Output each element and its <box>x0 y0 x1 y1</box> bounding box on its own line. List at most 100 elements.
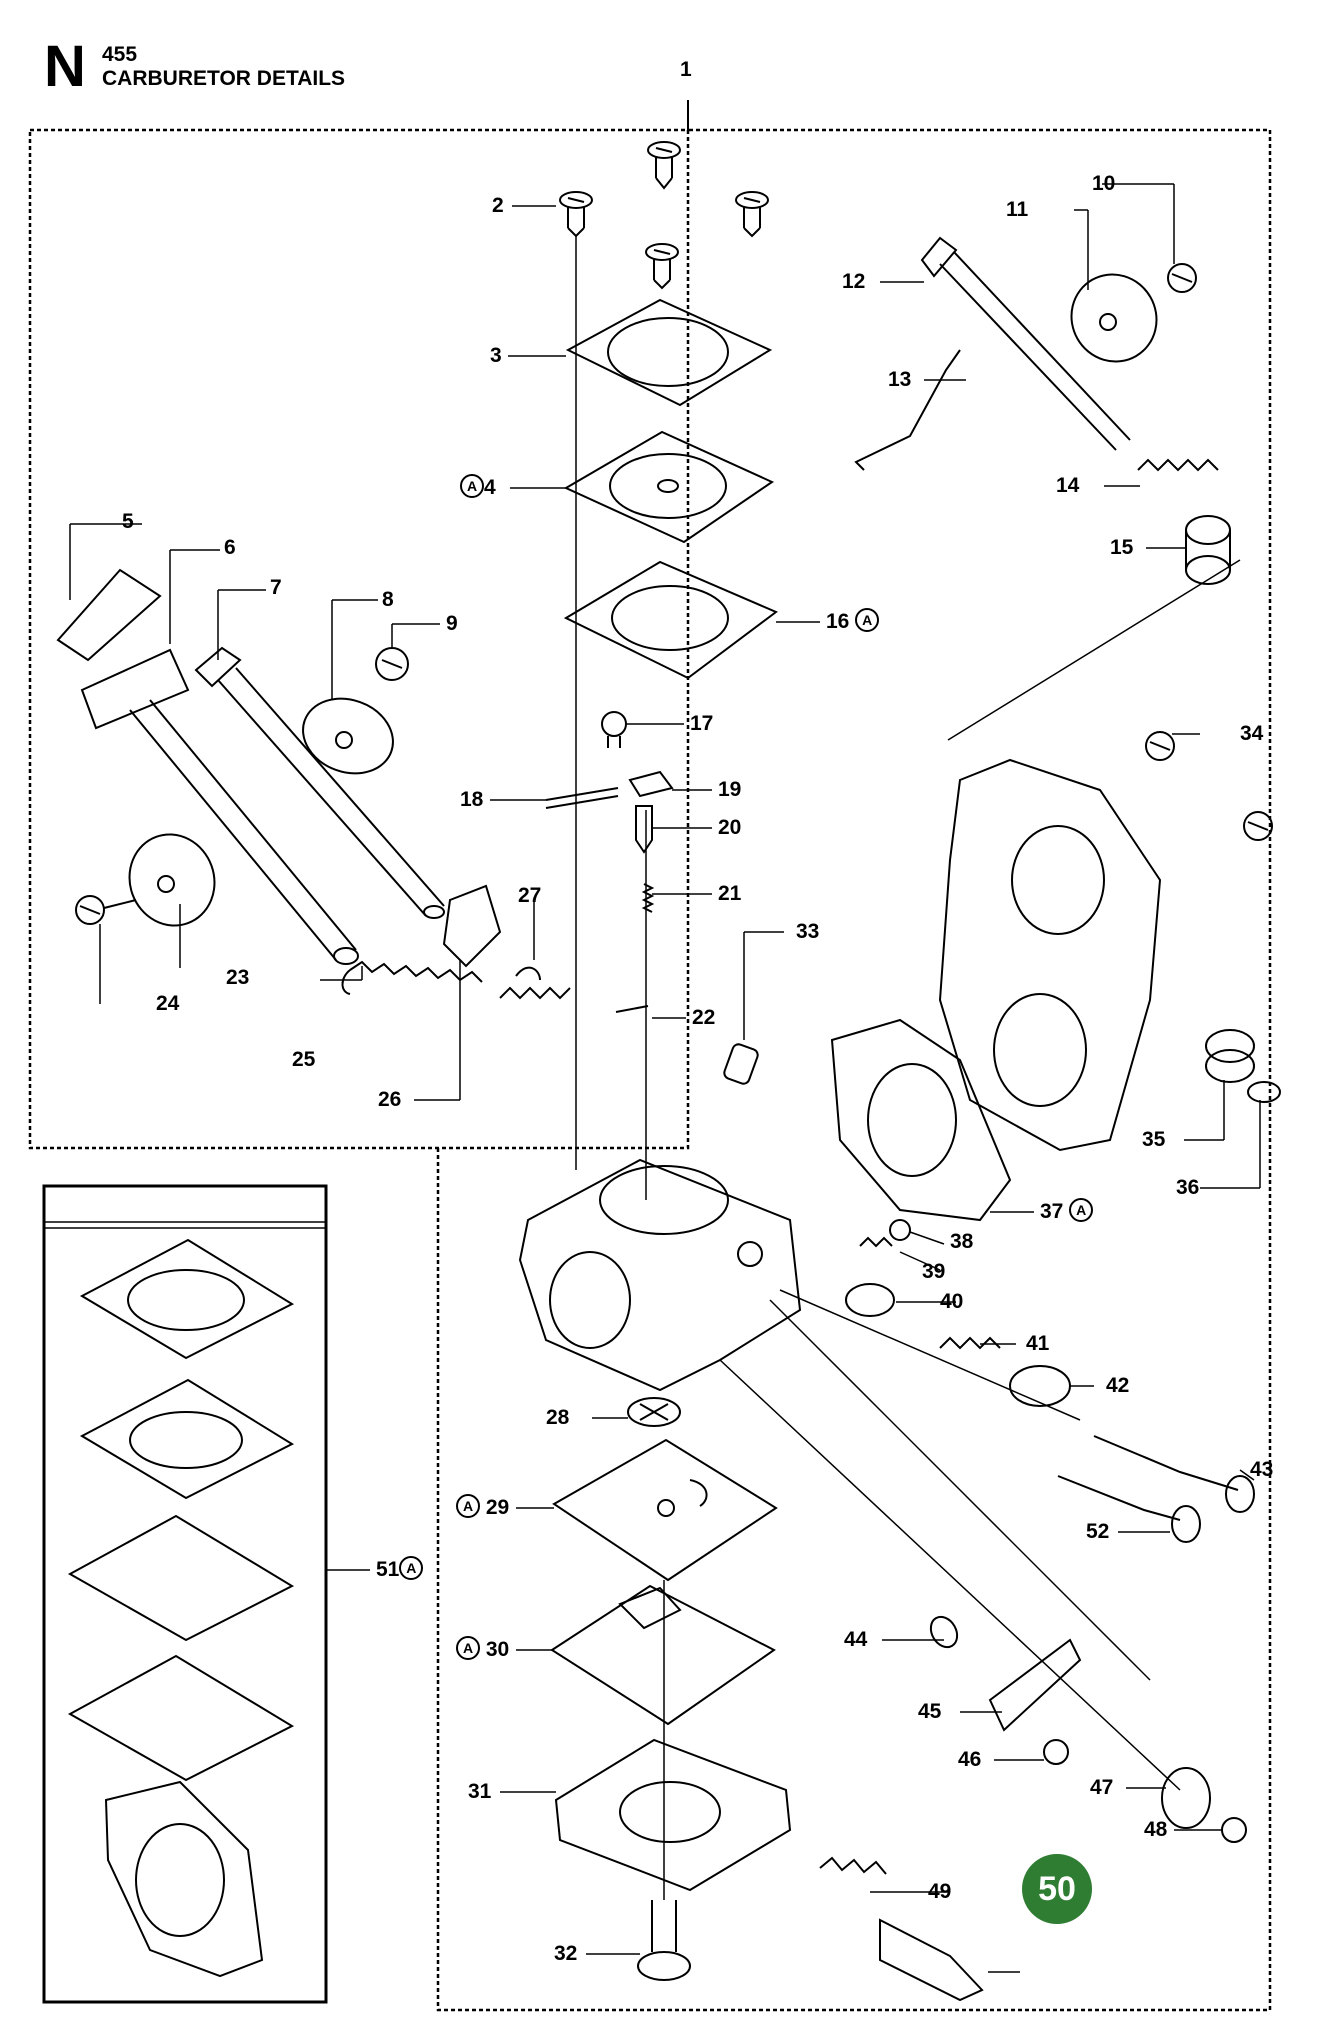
part-label-25: 25 <box>292 1048 316 1071</box>
gasket-29 <box>552 1438 778 1582</box>
kit-gasket-37 <box>104 1780 264 1978</box>
throttle-plate-8 <box>302 697 394 775</box>
screw-32 <box>637 1900 691 1981</box>
screw-24 <box>75 895 137 925</box>
page-number-badge: 50 <box>1022 1854 1092 1924</box>
spring-27 <box>499 966 571 1000</box>
spring-39 <box>859 1236 893 1248</box>
shaft-12 <box>920 236 1131 451</box>
part-label-11: 11 <box>1006 198 1029 221</box>
lever-26 <box>442 884 502 968</box>
screw-10 <box>1167 263 1197 293</box>
part-label-36: 36 <box>1176 1176 1200 1199</box>
part-label-20: 20 <box>718 816 742 839</box>
carburetor-body <box>518 1158 802 1392</box>
part-label-19: 19 <box>718 778 742 801</box>
part-label-40: 40 <box>940 1290 964 1313</box>
pin-18 <box>545 787 619 809</box>
pin-22 <box>615 1005 649 1013</box>
cover-3 <box>565 298 773 407</box>
part-label-39: 39 <box>922 1260 946 1283</box>
needle-43 <box>1093 1435 1255 1513</box>
page-title: CARBURETOR DETAILS <box>102 67 346 90</box>
pump-cover-31 <box>554 1738 792 1892</box>
cap-40 <box>845 1283 895 1317</box>
intake-flange <box>938 559 1241 1152</box>
kit-marker-icon: A <box>460 474 484 499</box>
part-label-45: 45 <box>918 1700 942 1723</box>
part-label-7: 7 <box>270 576 282 599</box>
kit-diaphragm <box>79 1238 295 1360</box>
part-label-10: 10 <box>1092 172 1116 195</box>
part-label-12: 12 <box>842 270 866 293</box>
ring-36 <box>1247 1081 1281 1103</box>
part-label-30: A 30 <box>456 1636 509 1662</box>
kit-gasket-29 <box>67 1514 295 1642</box>
cap-42 <box>1009 1365 1071 1407</box>
diaphragm-30 <box>550 1584 776 1726</box>
screw-9 <box>375 647 409 681</box>
part-label-13: 13 <box>888 368 912 391</box>
screw-34b <box>1243 811 1273 841</box>
spring-21 <box>641 883 655 913</box>
filter-28 <box>627 1397 681 1427</box>
spring-14 <box>1137 458 1219 472</box>
screw-top-4 <box>645 243 679 290</box>
kit-marker-icon: A <box>456 1636 480 1661</box>
kit-marker-icon: A <box>399 1556 424 1581</box>
part-label-32: 32 <box>554 1942 578 1965</box>
kit-marker-icon: A <box>855 608 880 633</box>
link-13 <box>854 349 961 471</box>
screw-2 <box>559 191 593 238</box>
spring-25 <box>341 960 483 995</box>
part-label-38: 38 <box>950 1230 974 1253</box>
bushing-15 <box>1185 515 1231 585</box>
ring-44 <box>929 1615 959 1649</box>
lever-5 <box>56 568 162 662</box>
part-label-31: 31 <box>468 1780 492 1803</box>
part-label-2: 2 <box>492 194 504 217</box>
assembly-boundary-lower <box>436 128 1272 2012</box>
part-label-52: 52 <box>1086 1520 1110 1543</box>
screw-top-1 <box>647 141 681 190</box>
kit-marker-icon: A <box>456 1494 480 1519</box>
gasket-16 <box>563 560 778 680</box>
fitting <box>879 1918 984 2002</box>
plate-11 <box>1070 273 1158 363</box>
kit-marker-icon: A <box>1069 1198 1094 1223</box>
choke-shaft-6 <box>80 648 359 965</box>
part-label-28: 28 <box>546 1406 570 1429</box>
part-label-26: 26 <box>378 1088 402 1111</box>
choke-plate-23 <box>128 833 216 927</box>
section-letter: N <box>44 34 86 99</box>
kit-gasket <box>79 1378 295 1500</box>
part-label-49: 49 <box>928 1880 952 1903</box>
part-label-48: 48 <box>1144 1818 1168 1841</box>
screw-top-2 <box>735 191 769 238</box>
part-label-43: 43 <box>1250 1458 1274 1481</box>
part-label-15: 15 <box>1110 536 1134 559</box>
part-label-23: 23 <box>226 966 250 989</box>
part-label-17: 17 <box>690 712 714 735</box>
spring-41 <box>939 1336 1001 1350</box>
needle-20 <box>635 805 653 854</box>
kit-diaphragm-30 <box>67 1654 295 1782</box>
screw-34 <box>1145 731 1175 761</box>
part-label-27: 27 <box>518 884 542 907</box>
part-label-33: 33 <box>796 920 820 943</box>
part-label-18: 18 <box>460 788 484 811</box>
part-label-29: A 29 <box>456 1494 509 1520</box>
part-label-8: 8 <box>382 588 394 611</box>
part-label-21: 21 <box>718 882 742 905</box>
screw-48 <box>1221 1817 1247 1843</box>
model-number: 455 <box>102 43 138 66</box>
part-label-6: 6 <box>224 536 236 559</box>
part-label-22: 22 <box>692 1006 716 1029</box>
part-label-37: 37 A <box>1040 1198 1094 1224</box>
ball-38 <box>889 1219 911 1241</box>
assembly-boundary <box>28 128 690 1150</box>
part-label-47: 47 <box>1090 1776 1114 1799</box>
part-label-24: 24 <box>156 992 180 1015</box>
diaphragm-4 <box>563 430 775 544</box>
